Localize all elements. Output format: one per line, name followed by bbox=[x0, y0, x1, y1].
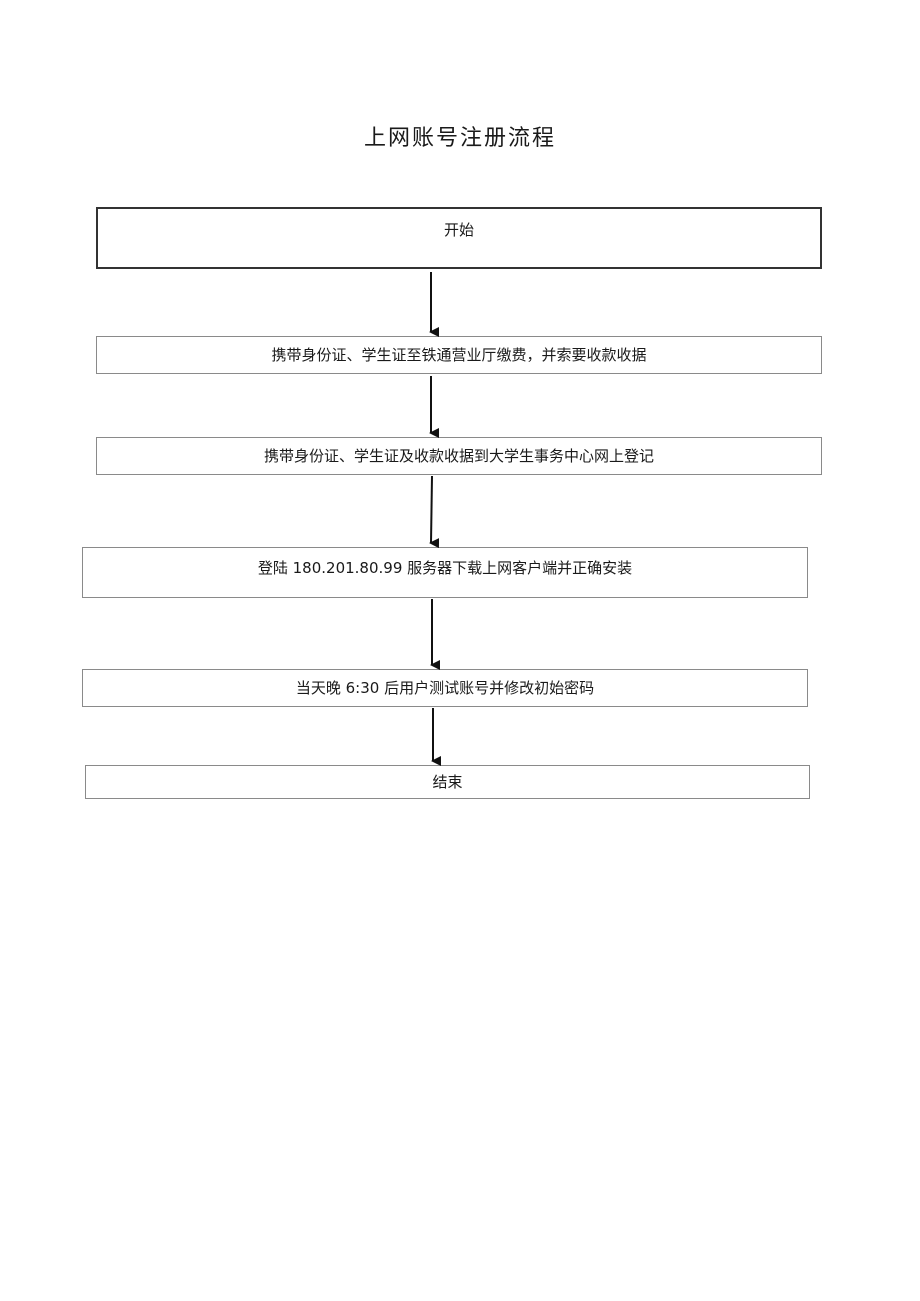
flow-start-box: 开始 bbox=[96, 207, 822, 269]
flow-step-2-label: 携带身份证、学生证及收款收据到大学生事务中心网上登记 bbox=[263, 447, 654, 465]
flow-end-box: 结束 bbox=[85, 765, 810, 799]
flow-step-4-label: 当天晚 6:30 后用户测试账号并修改初始密码 bbox=[295, 679, 595, 697]
page-title: 上网账号注册流程 bbox=[363, 126, 556, 151]
arrow-step2-to-step3 bbox=[429, 475, 440, 549]
flow-step-3-box: 登陆 180.201.80.99 服务器下载上网客户端并正确安装 bbox=[82, 547, 808, 598]
flow-end-label: 结束 bbox=[432, 773, 463, 791]
flow-step-4-box: 当天晚 6:30 后用户测试账号并修改初始密码 bbox=[82, 669, 808, 707]
flow-step-1-box: 携带身份证、学生证至铁通营业厅缴费，并索要收款收据 bbox=[96, 336, 822, 374]
flow-step-3-label: 登陆 180.201.80.99 服务器下载上网客户端并正确安装 bbox=[257, 559, 633, 577]
flow-step-1-label: 携带身份证、学生证至铁通营业厅缴费，并索要收款收据 bbox=[271, 346, 647, 364]
flow-step-2-box: 携带身份证、学生证及收款收据到大学生事务中心网上登记 bbox=[96, 437, 822, 475]
flow-start-label: 开始 bbox=[443, 221, 474, 239]
